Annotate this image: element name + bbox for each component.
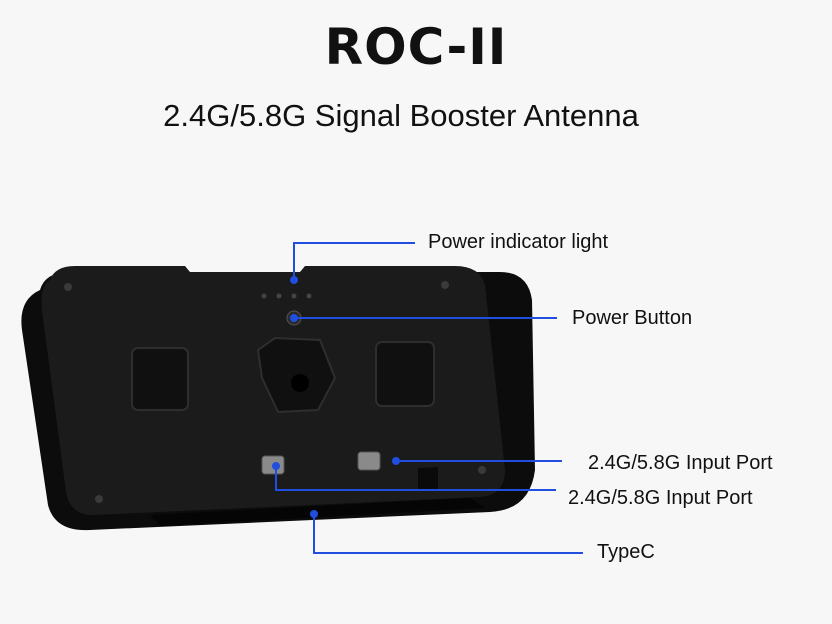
callout-typec: TypeC <box>597 541 655 563</box>
callout-power-indicator: Power indicator light <box>428 231 609 253</box>
input-port-connector-2 <box>357 451 381 471</box>
product-title: ROC-II <box>324 18 508 76</box>
callout-dots <box>272 276 400 518</box>
callout-input-port-2: 2.4G/5.8G Input Port <box>568 487 753 509</box>
power-indicator-lights <box>261 293 312 299</box>
callout-input-port-1: 2.4G/5.8G Input Port <box>588 452 773 474</box>
antenna-device <box>21 266 535 531</box>
product-subtitle: 2.4G/5.8G Signal Booster Antenna <box>163 98 639 133</box>
callout-power-button: Power Button <box>572 307 693 329</box>
leader-lines <box>275 242 583 554</box>
